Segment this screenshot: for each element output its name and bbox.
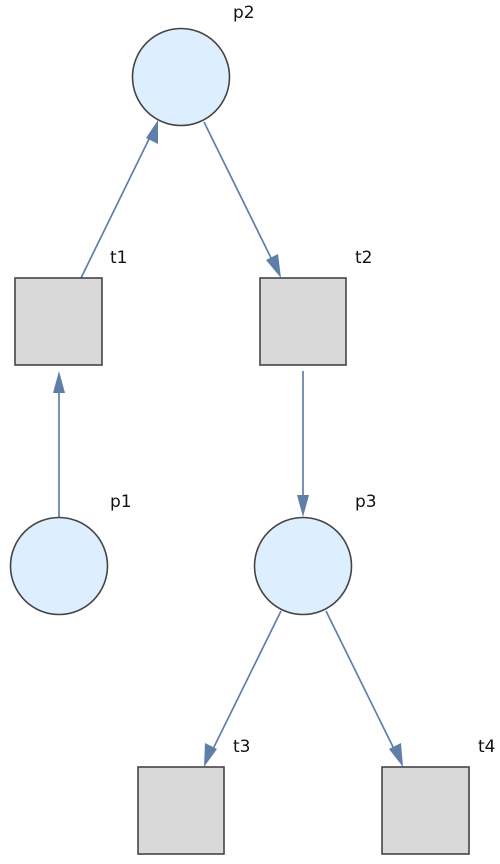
arc-p2-t2 <box>203 121 274 263</box>
place-p3[interactable] <box>253 516 353 616</box>
arrowhead-t1-p2 <box>146 120 158 144</box>
transition-t4[interactable] <box>381 766 470 855</box>
label-t1: t1 <box>110 248 127 268</box>
label-t3: t3 <box>233 737 250 757</box>
place-p1[interactable] <box>9 516 109 616</box>
arrowhead-p3-t3 <box>204 743 217 767</box>
places-layer <box>9 27 353 616</box>
arrowhead-p1-t1 <box>53 371 65 393</box>
label-t4: t4 <box>478 737 495 757</box>
transition-t2[interactable] <box>259 277 347 366</box>
arrowhead-p3-t4 <box>389 743 403 767</box>
label-t2: t2 <box>355 248 372 268</box>
arc-p3-t3 <box>211 610 282 752</box>
transitions-layer <box>14 277 470 855</box>
arc-p3-t4 <box>325 610 396 752</box>
arcs-layer <box>53 120 403 767</box>
place-p2[interactable] <box>131 27 231 127</box>
arrowhead-t2-p3 <box>297 495 309 517</box>
arc-t1-p2 <box>80 136 151 279</box>
label-p1: p1 <box>110 492 132 512</box>
label-p2: p2 <box>233 3 255 23</box>
transition-t1[interactable] <box>14 277 103 366</box>
label-p3: p3 <box>355 492 377 512</box>
arrowhead-p2-t2 <box>266 254 281 278</box>
transition-t3[interactable] <box>137 766 225 855</box>
labels-layer: p2 t1 t2 p1 p3 t3 t4 <box>110 3 495 757</box>
